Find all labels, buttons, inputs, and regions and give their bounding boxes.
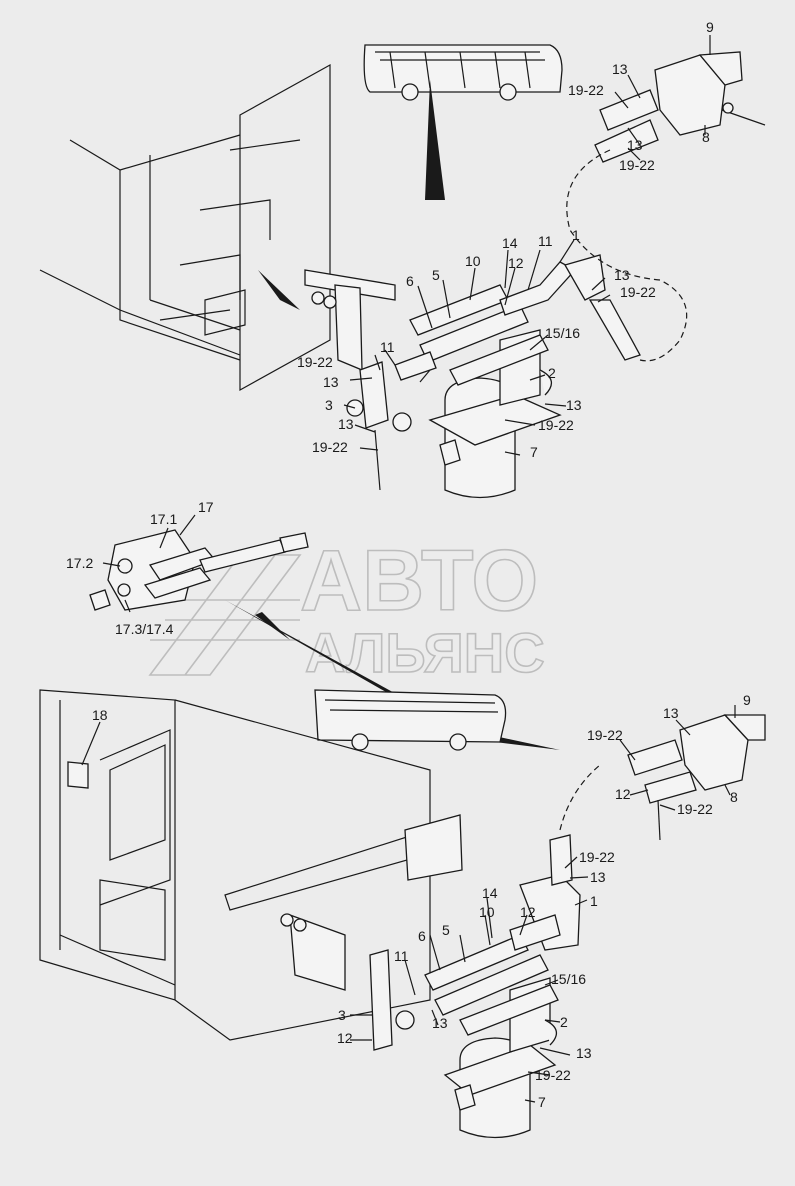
callout-label: 14 [482,885,498,901]
callout-label: 5 [442,922,450,938]
relief-valve-top [566,51,766,362]
watermark-logo: АВТО АЛЬЯНС [148,532,545,685]
callout-label: 3 [325,397,333,413]
callout-label: 19-22 [587,727,623,743]
callout-label: 12 [615,786,631,802]
callout-label: 19-22 [568,82,604,98]
callout-label: 13 [663,705,679,721]
callout-label: 13 [323,374,339,390]
callout-label: 19-22 [619,157,655,173]
callout-label: 19-22 [312,439,348,455]
callout-label: 17.3/17.4 [115,621,174,637]
callout-label: 15/16 [551,971,586,987]
callout-label: 19-22 [538,417,574,433]
callout-label: 11 [394,948,409,964]
bus-bottom [314,689,507,751]
callout-label: 13 [338,416,354,432]
pointer-wedge-2 [255,612,290,640]
callout-label: 12 [520,904,536,920]
callout-label: 2 [548,365,556,381]
callout-label: 8 [730,789,738,805]
callout-label: 3 [338,1007,346,1023]
callout-label: 9 [743,692,751,708]
callout-label: 12 [337,1030,353,1046]
callout-label: 19-22 [297,354,333,370]
callout-label: 10 [479,904,495,920]
callout-label: 10 [465,253,481,269]
callout-label: 1 [572,227,580,243]
bus-top [363,44,563,200]
callout-label: 13 [590,869,606,885]
watermark-line2: АЛЬЯНС [305,621,545,684]
callout-label: 6 [406,273,414,289]
watermark-line1: АВТО [300,533,538,629]
callout-label: 5 [432,267,440,283]
pointer-wedge-3 [490,735,560,750]
callout-label: 8 [702,129,710,145]
callout-label: 13 [576,1045,592,1061]
callout-label: 1 [590,893,598,909]
callout-label: 17.1 [150,511,177,527]
callout-label: 19-22 [579,849,615,865]
leader-lines [81,35,736,1103]
valve-block-top [346,254,641,491]
valve-block-bottom [369,764,601,1051]
callout-label: 6 [418,928,426,944]
callout-label: 12 [508,255,524,271]
connector-assembly [89,529,309,611]
callout-label: 19-22 [620,284,656,300]
callout-label: 13 [612,61,628,77]
callout-label: 15/16 [545,325,580,341]
relief-valve-bottom [627,714,766,841]
callout-label: 13 [566,397,582,413]
callout-label: 17 [198,499,214,515]
callout-label: 19-22 [535,1067,571,1083]
callout-label: 2 [560,1014,568,1030]
callout-label: 13 [614,267,630,283]
mounting-bracket-top [304,269,396,371]
callout-label: 11 [538,233,553,249]
top-assembly [39,44,766,499]
callout-label: 18 [92,707,108,723]
callout-label: 13 [627,137,643,153]
callout-label: 13 [432,1015,448,1031]
callout-label: 7 [538,1094,546,1110]
mounting-bracket-bottom [280,913,346,991]
callout-label: 11 [380,339,395,355]
callout-label: 19-22 [677,801,713,817]
callout-label: 7 [530,444,538,460]
callout-label: 9 [706,19,714,35]
callout-label: 14 [502,235,518,251]
callout-label: 17.2 [66,555,93,571]
bottom-assembly [39,689,766,1139]
vehicle-body-top [39,63,331,392]
vehicle-body-bottom [39,689,463,1041]
